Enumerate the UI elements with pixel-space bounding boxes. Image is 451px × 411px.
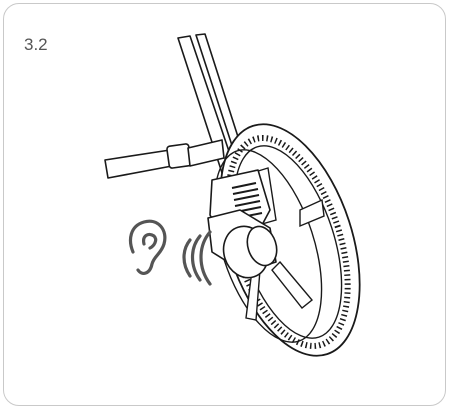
sound-waves-icon — [182, 230, 212, 286]
brake-assembly — [207, 169, 278, 279]
step-number: 3.2 — [24, 35, 48, 54]
stroller-legs — [104, 33, 249, 183]
ear-icon — [128, 219, 167, 275]
